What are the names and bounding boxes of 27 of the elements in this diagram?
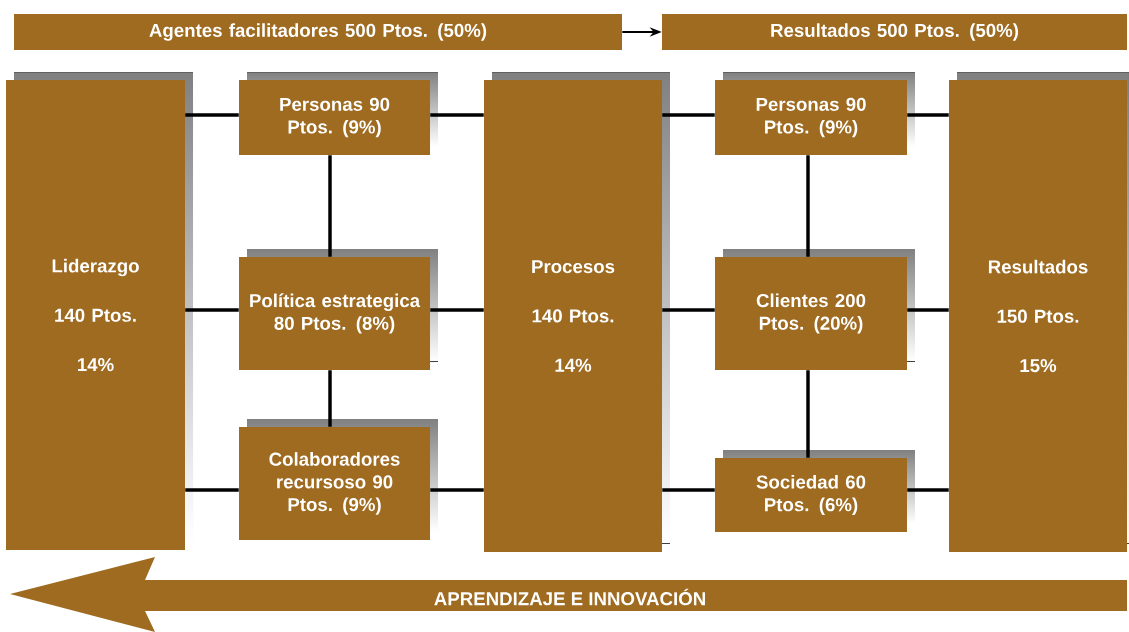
connector-line	[662, 308, 715, 312]
connector-line	[662, 113, 715, 117]
header-bar: Resultados 500 Ptos. (50%)	[662, 14, 1127, 50]
criterion-box: Colaboradores recursoso 90 Ptos. (9%)	[239, 419, 438, 540]
criterion-box: Política estrategica 80 Ptos. (8%)	[239, 249, 438, 370]
connector-line	[328, 370, 332, 427]
connector-line	[328, 155, 332, 257]
connector-line	[907, 308, 949, 312]
criterion-pillar: Procesos 140 Ptos. 14%	[484, 72, 670, 552]
connector-line	[907, 113, 949, 117]
criterion-box: Personas 90 Ptos. (9%)	[715, 72, 915, 155]
connector-line	[185, 308, 239, 312]
criterion-box: Clientes 200 Ptos. (20%)	[715, 249, 915, 370]
connector-line	[662, 488, 715, 492]
criterion-box: Personas 90 Ptos. (9%)	[239, 72, 438, 155]
connector-line	[430, 113, 484, 117]
connector-line	[430, 488, 484, 492]
connector-line	[185, 113, 239, 117]
connector-line	[185, 488, 239, 492]
header-bar: Agentes facilitadores 500 Ptos. (50%)	[14, 14, 622, 50]
connector-line	[806, 155, 810, 257]
criterion-box: Sociedad 60 Ptos. (6%)	[715, 450, 915, 532]
connector-line	[806, 370, 810, 458]
connector-line	[430, 308, 484, 312]
criterion-pillar: Liderazgo 140 Ptos. 14%	[6, 72, 193, 550]
connector-line	[907, 488, 949, 492]
criterion-pillar: Resultados 150 Ptos. 15%	[949, 72, 1129, 552]
